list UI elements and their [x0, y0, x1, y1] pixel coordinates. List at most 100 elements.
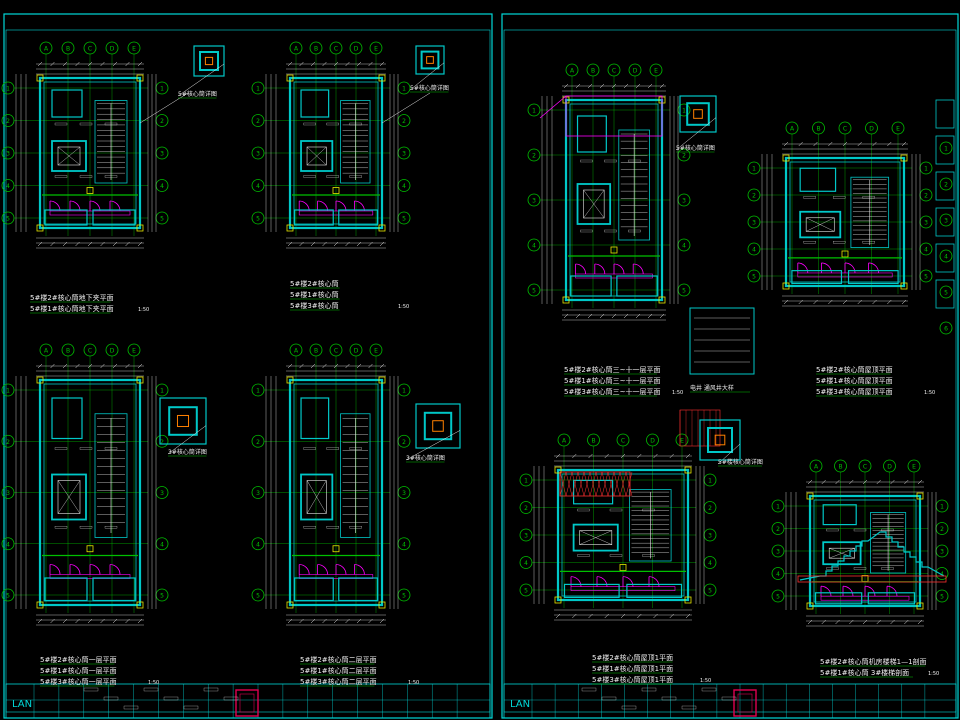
shaft-room: [44, 577, 88, 602]
room-partition: [51, 89, 83, 118]
dimension-tick: [890, 619, 895, 625]
plan-caption-line: 5#楼1#核心筒地下夹平面: [30, 304, 114, 313]
structural-column: [900, 282, 908, 290]
detail-label: 5#核心筒详图: [178, 90, 217, 98]
plan-caption-line: 5#楼1#核心筒三~十一层平面: [564, 376, 661, 385]
dimension-tick: [849, 479, 854, 485]
axis-bubble-label: 1: [776, 504, 780, 511]
dimension-tick: [572, 453, 577, 459]
room-tag: [577, 508, 590, 512]
axis-bubble-label: 2: [6, 118, 10, 125]
axis-bubble-label: 1: [940, 504, 944, 511]
detail-core: [426, 56, 434, 64]
door-swing: [570, 576, 582, 587]
axis-bubble-label: D: [354, 348, 359, 355]
dimension-tick: [653, 453, 658, 459]
room-tag: [54, 526, 68, 529]
room-tag: [803, 196, 816, 199]
dimension-tick: [379, 618, 385, 624]
dimension-tick: [807, 619, 813, 625]
plan-scale: 1:50: [138, 307, 149, 313]
structural-column: [136, 224, 144, 232]
axis-bubble-label: 3: [256, 490, 260, 497]
axis-bubble-label: 4: [682, 243, 686, 250]
hatch-line: [595, 471, 603, 497]
hatch-line: [577, 471, 585, 497]
room-partition: [576, 115, 607, 153]
plan-caption-line: 5#楼1#核心筒一层平面: [40, 666, 117, 675]
axis-bubble-label: 4: [256, 183, 260, 190]
plan-caption-line: 5#楼3#核心筒屋顶1平面: [592, 675, 673, 684]
door-swing: [622, 576, 634, 587]
dimension-tick: [112, 61, 118, 67]
door-threshold: [797, 272, 893, 278]
axis-bubble-label: 1: [924, 166, 928, 173]
outer-wall: [784, 156, 906, 288]
axis-bubble-label: 5: [402, 216, 406, 223]
stair-enclosure: [340, 413, 371, 538]
inner-wall-face: [813, 499, 917, 603]
axis-bubble-label: D: [887, 464, 892, 471]
dimension-tick: [599, 313, 605, 319]
structural-column: [378, 376, 386, 384]
room-tag: [104, 175, 118, 178]
room-tag: [326, 175, 339, 178]
dimension-tick: [322, 241, 327, 247]
structural-column: [286, 376, 294, 384]
dimension-tick: [604, 613, 609, 619]
structural-column: [916, 492, 924, 500]
dimension-tick: [356, 618, 362, 624]
axis-bubble-label: D: [633, 68, 638, 75]
axis-bubble-label: 4: [924, 247, 928, 254]
section-profile: [799, 531, 945, 581]
axis-bubble-label: 4: [6, 541, 10, 548]
elevator-shaft: [572, 523, 619, 552]
dimension-tick: [322, 363, 327, 369]
dimension-tick: [62, 618, 68, 624]
structural-column: [378, 601, 386, 609]
dimension-tick: [368, 618, 373, 624]
title-block: [5, 683, 491, 719]
hatch-line: [601, 471, 609, 497]
axis-bubble-label: 1: [160, 86, 164, 93]
axis-bubble-label: 5: [402, 593, 406, 600]
room-partition: [300, 89, 330, 118]
axis-bubble-label: A: [44, 348, 49, 355]
title-block-text: [123, 705, 139, 710]
plan-scale: 1:50: [398, 304, 409, 310]
axis-bubble-label: A: [790, 126, 795, 133]
axis-bubble-label: 3: [752, 220, 756, 227]
axis-bubble-label: 5: [940, 594, 944, 601]
stair-enclosure: [94, 100, 128, 184]
title-block-text: [681, 705, 697, 710]
axis-bubble-label: 4: [532, 243, 536, 250]
dimension-tick: [917, 619, 923, 625]
dimension-tick: [37, 618, 43, 624]
dimension-tick: [835, 479, 840, 485]
dimension-tick: [112, 618, 118, 624]
plan-caption-line: 5#楼1#核心筒屋顶1平面: [592, 664, 673, 673]
room-partition: [572, 479, 614, 505]
elevator-diagonal: [57, 146, 81, 166]
room-tag: [54, 447, 68, 450]
room-tag: [609, 554, 623, 557]
structural-column: [286, 74, 294, 82]
elevator-car: [828, 547, 855, 559]
room-tag: [303, 526, 316, 529]
detail-wall: [168, 406, 198, 436]
detail-leader: [675, 117, 717, 151]
title-block-text: [701, 687, 717, 692]
room-tag: [580, 159, 593, 163]
dimension-tick: [587, 83, 593, 89]
title-block-text: [163, 696, 179, 701]
dimension-tick: [828, 141, 833, 147]
dimension-tick: [620, 613, 626, 619]
axis-bubble-label: B: [66, 46, 70, 53]
structural-column: [806, 492, 814, 500]
dimension-tick: [637, 613, 642, 619]
detail-d4: 3#核心筒详图: [405, 403, 461, 463]
door-swing: [109, 564, 121, 575]
